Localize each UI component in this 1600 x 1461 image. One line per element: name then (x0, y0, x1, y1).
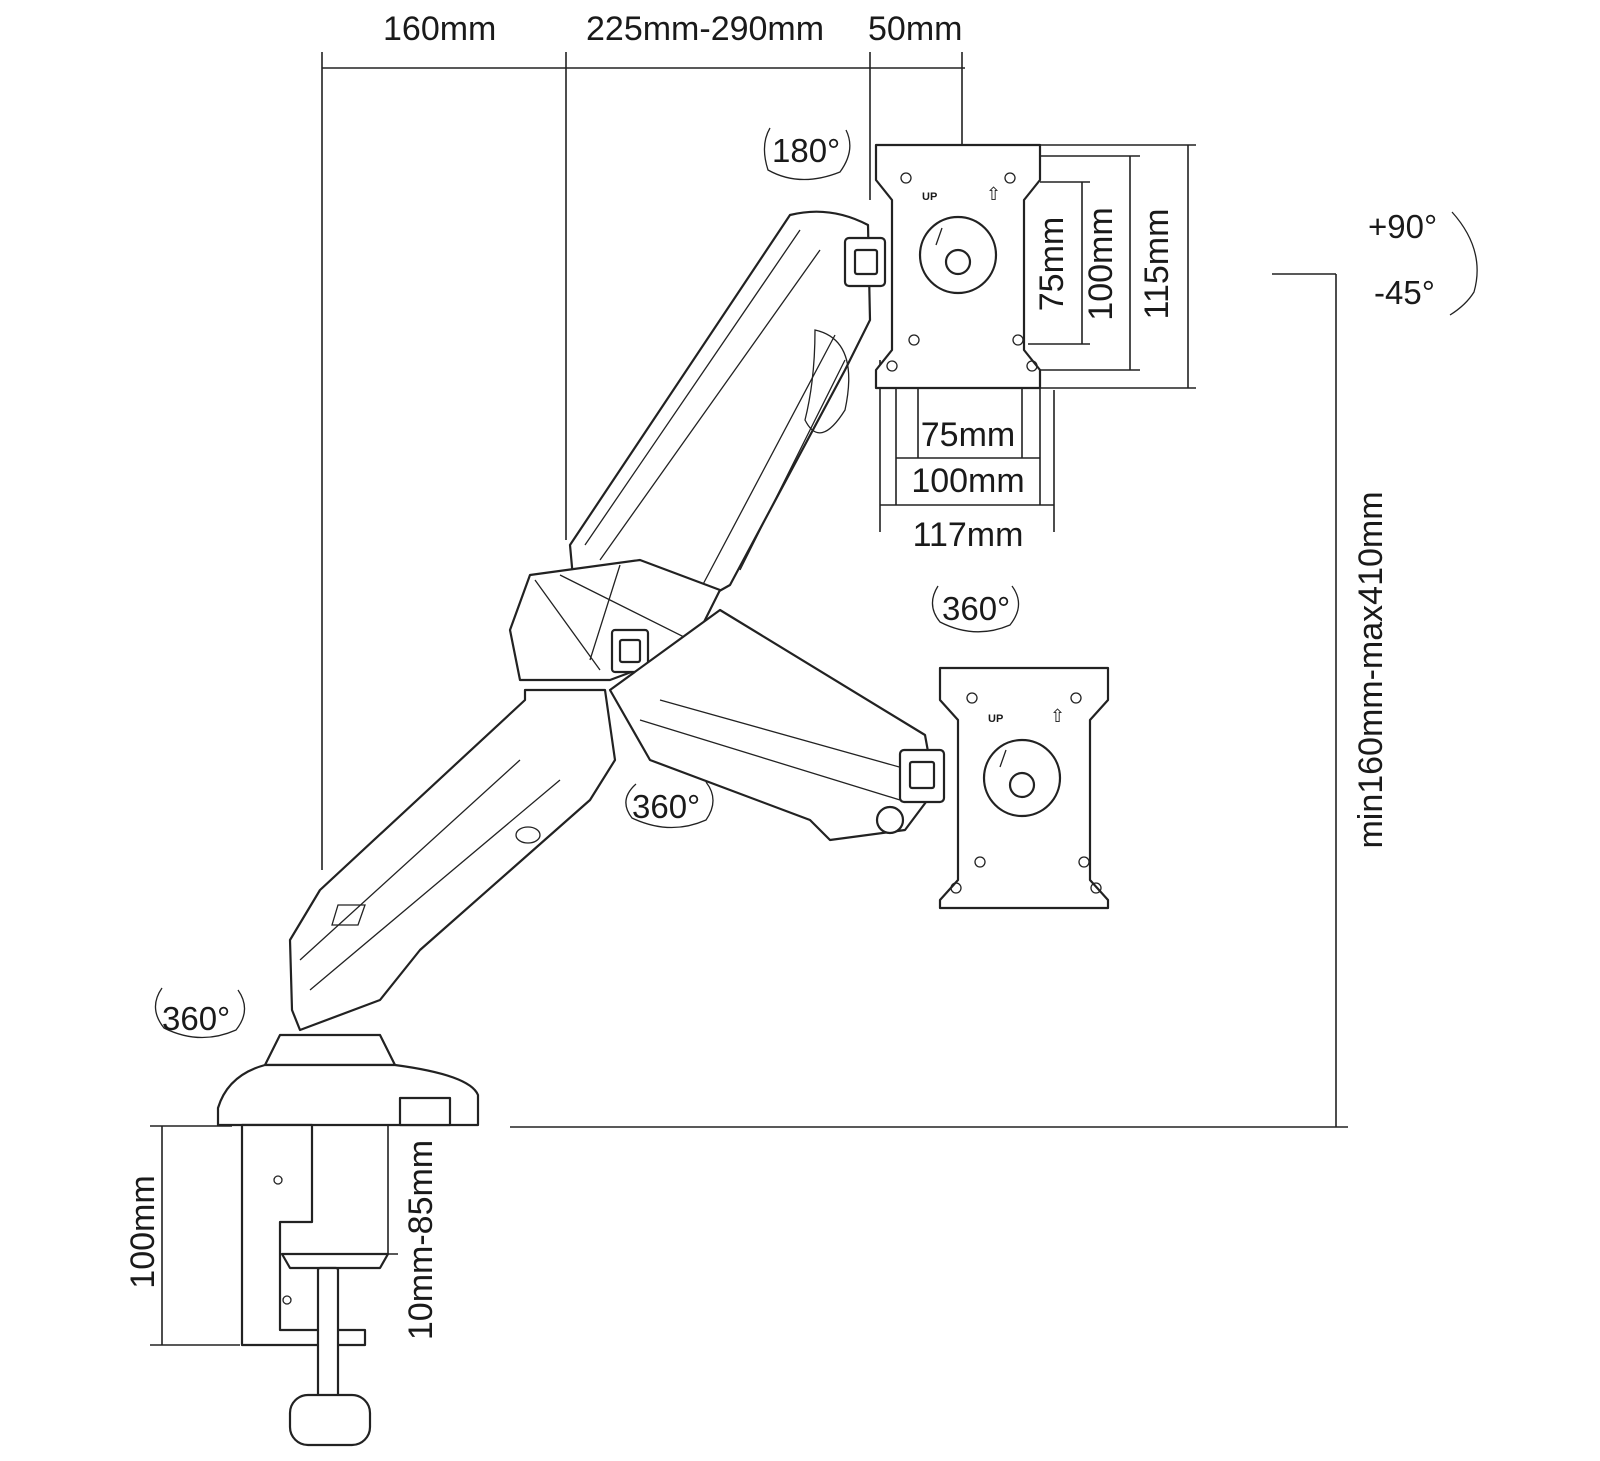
plate-arrow-lower: ⇧ (1050, 706, 1065, 726)
dim-vesa-v-100: 100mm (1082, 207, 1120, 320)
rotation-labels: 180° +90° -45° 360° 360° 360° (162, 132, 1437, 1037)
vesa-plate-upper: UP ⇧ (874, 143, 1042, 390)
monitor-arm-illustration (216, 210, 946, 1447)
dim-plate-h-117: 117mm (913, 516, 1024, 554)
plate-arrow-upper: ⇧ (986, 184, 1001, 204)
dim-desk-thickness: 10mm-85mm (402, 1140, 440, 1340)
dim-arm-reach: 225mm-290mm (586, 10, 824, 48)
dim-height-range: min160mm-max410mm (1352, 491, 1390, 848)
rotation-elbow-upper: 360° (942, 590, 1010, 627)
vesa-plate-lower: UP ⇧ (938, 666, 1110, 910)
dim-plate-v-115: 115mm (1138, 209, 1176, 320)
rotation-tilt-up: +90° (1368, 208, 1437, 245)
dim-plate-offset: 50mm (868, 10, 962, 48)
dimension-lines (150, 52, 1348, 1346)
dim-base-to-pole: 160mm (383, 10, 496, 48)
rotation-elbow-lower: 360° (632, 788, 700, 825)
plate-up-label-lower: UP (988, 713, 1003, 725)
rotation-base-swivel: 360° (162, 1000, 230, 1037)
dim-vesa-h-75: 75mm (921, 416, 1015, 454)
rotation-indicators (154, 127, 1478, 1039)
plate-up-label-upper: UP (922, 191, 937, 203)
dim-clamp-height: 100mm (124, 1175, 162, 1288)
rotation-head-180: 180° (772, 132, 840, 169)
dim-vesa-v-75: 75mm (1033, 217, 1071, 311)
dim-vesa-h-100: 100mm (911, 462, 1024, 500)
rotation-tilt-down: -45° (1374, 274, 1435, 311)
dimension-labels: 160mm 225mm-290mm 50mm 75mm 100mm 115mm … (124, 10, 1390, 1340)
